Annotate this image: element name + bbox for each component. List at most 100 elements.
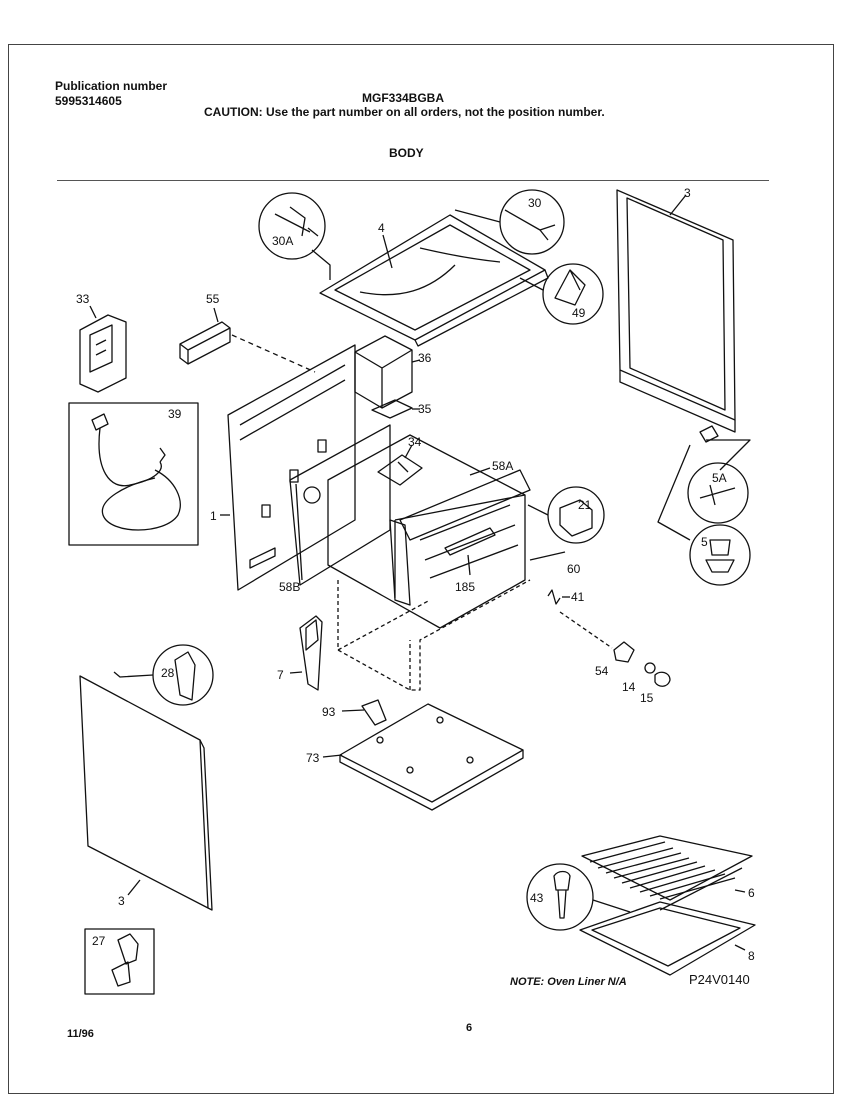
part-60 <box>529 551 566 561</box>
callout-14: 14 <box>622 680 636 694</box>
callout-41: 41 <box>571 590 585 604</box>
callout-1: 1 <box>210 509 217 523</box>
callout-3-right: 3 <box>684 186 691 200</box>
dash-54 <box>559 611 613 649</box>
callout-27: 27 <box>92 934 106 948</box>
callout-58b: 58B <box>279 580 300 594</box>
part-185 <box>444 527 496 556</box>
leader-4 <box>382 234 393 269</box>
leader-30a <box>311 249 331 280</box>
oven-liner-note: NOTE: Oven Liner N/A <box>510 976 627 988</box>
callout-5a: 5A <box>712 471 727 485</box>
part-8-broiler-pan <box>579 901 756 976</box>
oven-cavity <box>327 434 531 629</box>
callout-21: 21 <box>578 498 592 512</box>
part-39-wire-harness <box>68 402 199 546</box>
part-3-side-panel-left <box>79 675 213 911</box>
leader-21 <box>527 504 549 516</box>
part-41 <box>547 589 561 605</box>
callout-30: 30 <box>528 196 542 210</box>
callout-60: 60 <box>567 562 581 576</box>
part-5a-detail <box>687 462 749 524</box>
leader-8 <box>734 944 746 951</box>
callout-185: 185 <box>455 580 475 594</box>
callout-43: 43 <box>530 891 544 905</box>
leader-58a <box>469 467 491 476</box>
callout-4: 4 <box>378 221 385 235</box>
section-title: BODY <box>389 146 424 160</box>
part-4-top-panel <box>319 214 549 347</box>
leader-73 <box>322 754 343 758</box>
callout-54: 54 <box>595 664 609 678</box>
part-27-detail <box>84 928 155 995</box>
leader-7 <box>289 671 303 674</box>
callout-5: 5 <box>701 535 708 549</box>
model-number: MGF334BGBA <box>362 91 445 105</box>
leader-6 <box>734 889 746 893</box>
callout-34: 34 <box>408 435 422 449</box>
revision-date: 11/96 <box>67 1028 94 1040</box>
callout-6: 6 <box>748 886 755 900</box>
part-33-bracket <box>79 314 127 393</box>
leader-3-right <box>669 194 687 216</box>
header-divider <box>57 180 769 181</box>
callout-39: 39 <box>168 407 182 421</box>
part-21-detail <box>547 486 605 544</box>
leader-30 <box>454 209 501 223</box>
leader-43 <box>592 899 631 913</box>
leader-49 <box>519 277 544 291</box>
part-30a-detail <box>258 192 326 260</box>
callout-7: 7 <box>277 668 284 682</box>
callout-33: 33 <box>76 292 90 306</box>
leader-55 <box>213 307 219 323</box>
leader-5-group <box>657 439 751 541</box>
base-frame <box>337 579 531 691</box>
part-55-bar <box>179 321 231 365</box>
part-43-detail <box>526 863 594 931</box>
part-3-side-panel-right <box>616 189 736 433</box>
callout-28: 28 <box>161 666 175 680</box>
callout-labels: 1 3 3 4 5 5A 6 7 8 14 15 21 27 28 30 30A… <box>76 186 755 963</box>
part-49-detail <box>542 263 604 325</box>
callout-30a: 30A <box>272 234 293 248</box>
part-1-rear-panel <box>227 344 356 591</box>
leader-3-left <box>127 879 141 896</box>
callout-93: 93 <box>322 705 336 719</box>
part-93 <box>361 699 387 726</box>
callout-8: 8 <box>748 949 755 963</box>
part-34 <box>377 454 423 486</box>
page-border <box>8 44 834 1094</box>
part-73-bottom-panel <box>339 703 524 811</box>
callout-36: 36 <box>418 351 432 365</box>
leader-93 <box>341 709 365 712</box>
callout-49: 49 <box>572 306 586 320</box>
callout-35: 35 <box>418 402 432 416</box>
diagram-code: P24V0140 <box>689 972 750 987</box>
callout-73: 73 <box>306 751 320 765</box>
part-5-detail <box>689 524 751 586</box>
part-6-oven-rack <box>581 835 753 911</box>
part-14 <box>644 662 656 674</box>
part-36-duct <box>354 335 413 409</box>
page-number: 6 <box>466 1022 473 1034</box>
part-5a-small <box>699 425 719 443</box>
part-58b-insulation <box>289 424 391 586</box>
callout-58a: 58A <box>492 459 513 473</box>
publication-label: Publication number <box>55 79 168 93</box>
leader-28 <box>113 671 154 678</box>
dash-55 <box>231 334 316 373</box>
caution-note: CAUTION: Use the part number on all orde… <box>204 105 605 119</box>
leader-185 <box>467 554 471 576</box>
leader-36 <box>411 359 421 363</box>
leader-33 <box>89 305 97 319</box>
part-35-clip <box>371 399 413 419</box>
callout-3-left: 3 <box>118 894 125 908</box>
leader-34 <box>404 444 413 459</box>
callout-15: 15 <box>640 691 654 705</box>
part-7 <box>299 615 323 691</box>
publication-number: 5995314605 <box>55 94 122 108</box>
callout-55: 55 <box>206 292 220 306</box>
part-54 <box>613 641 635 663</box>
part-15 <box>654 671 671 687</box>
